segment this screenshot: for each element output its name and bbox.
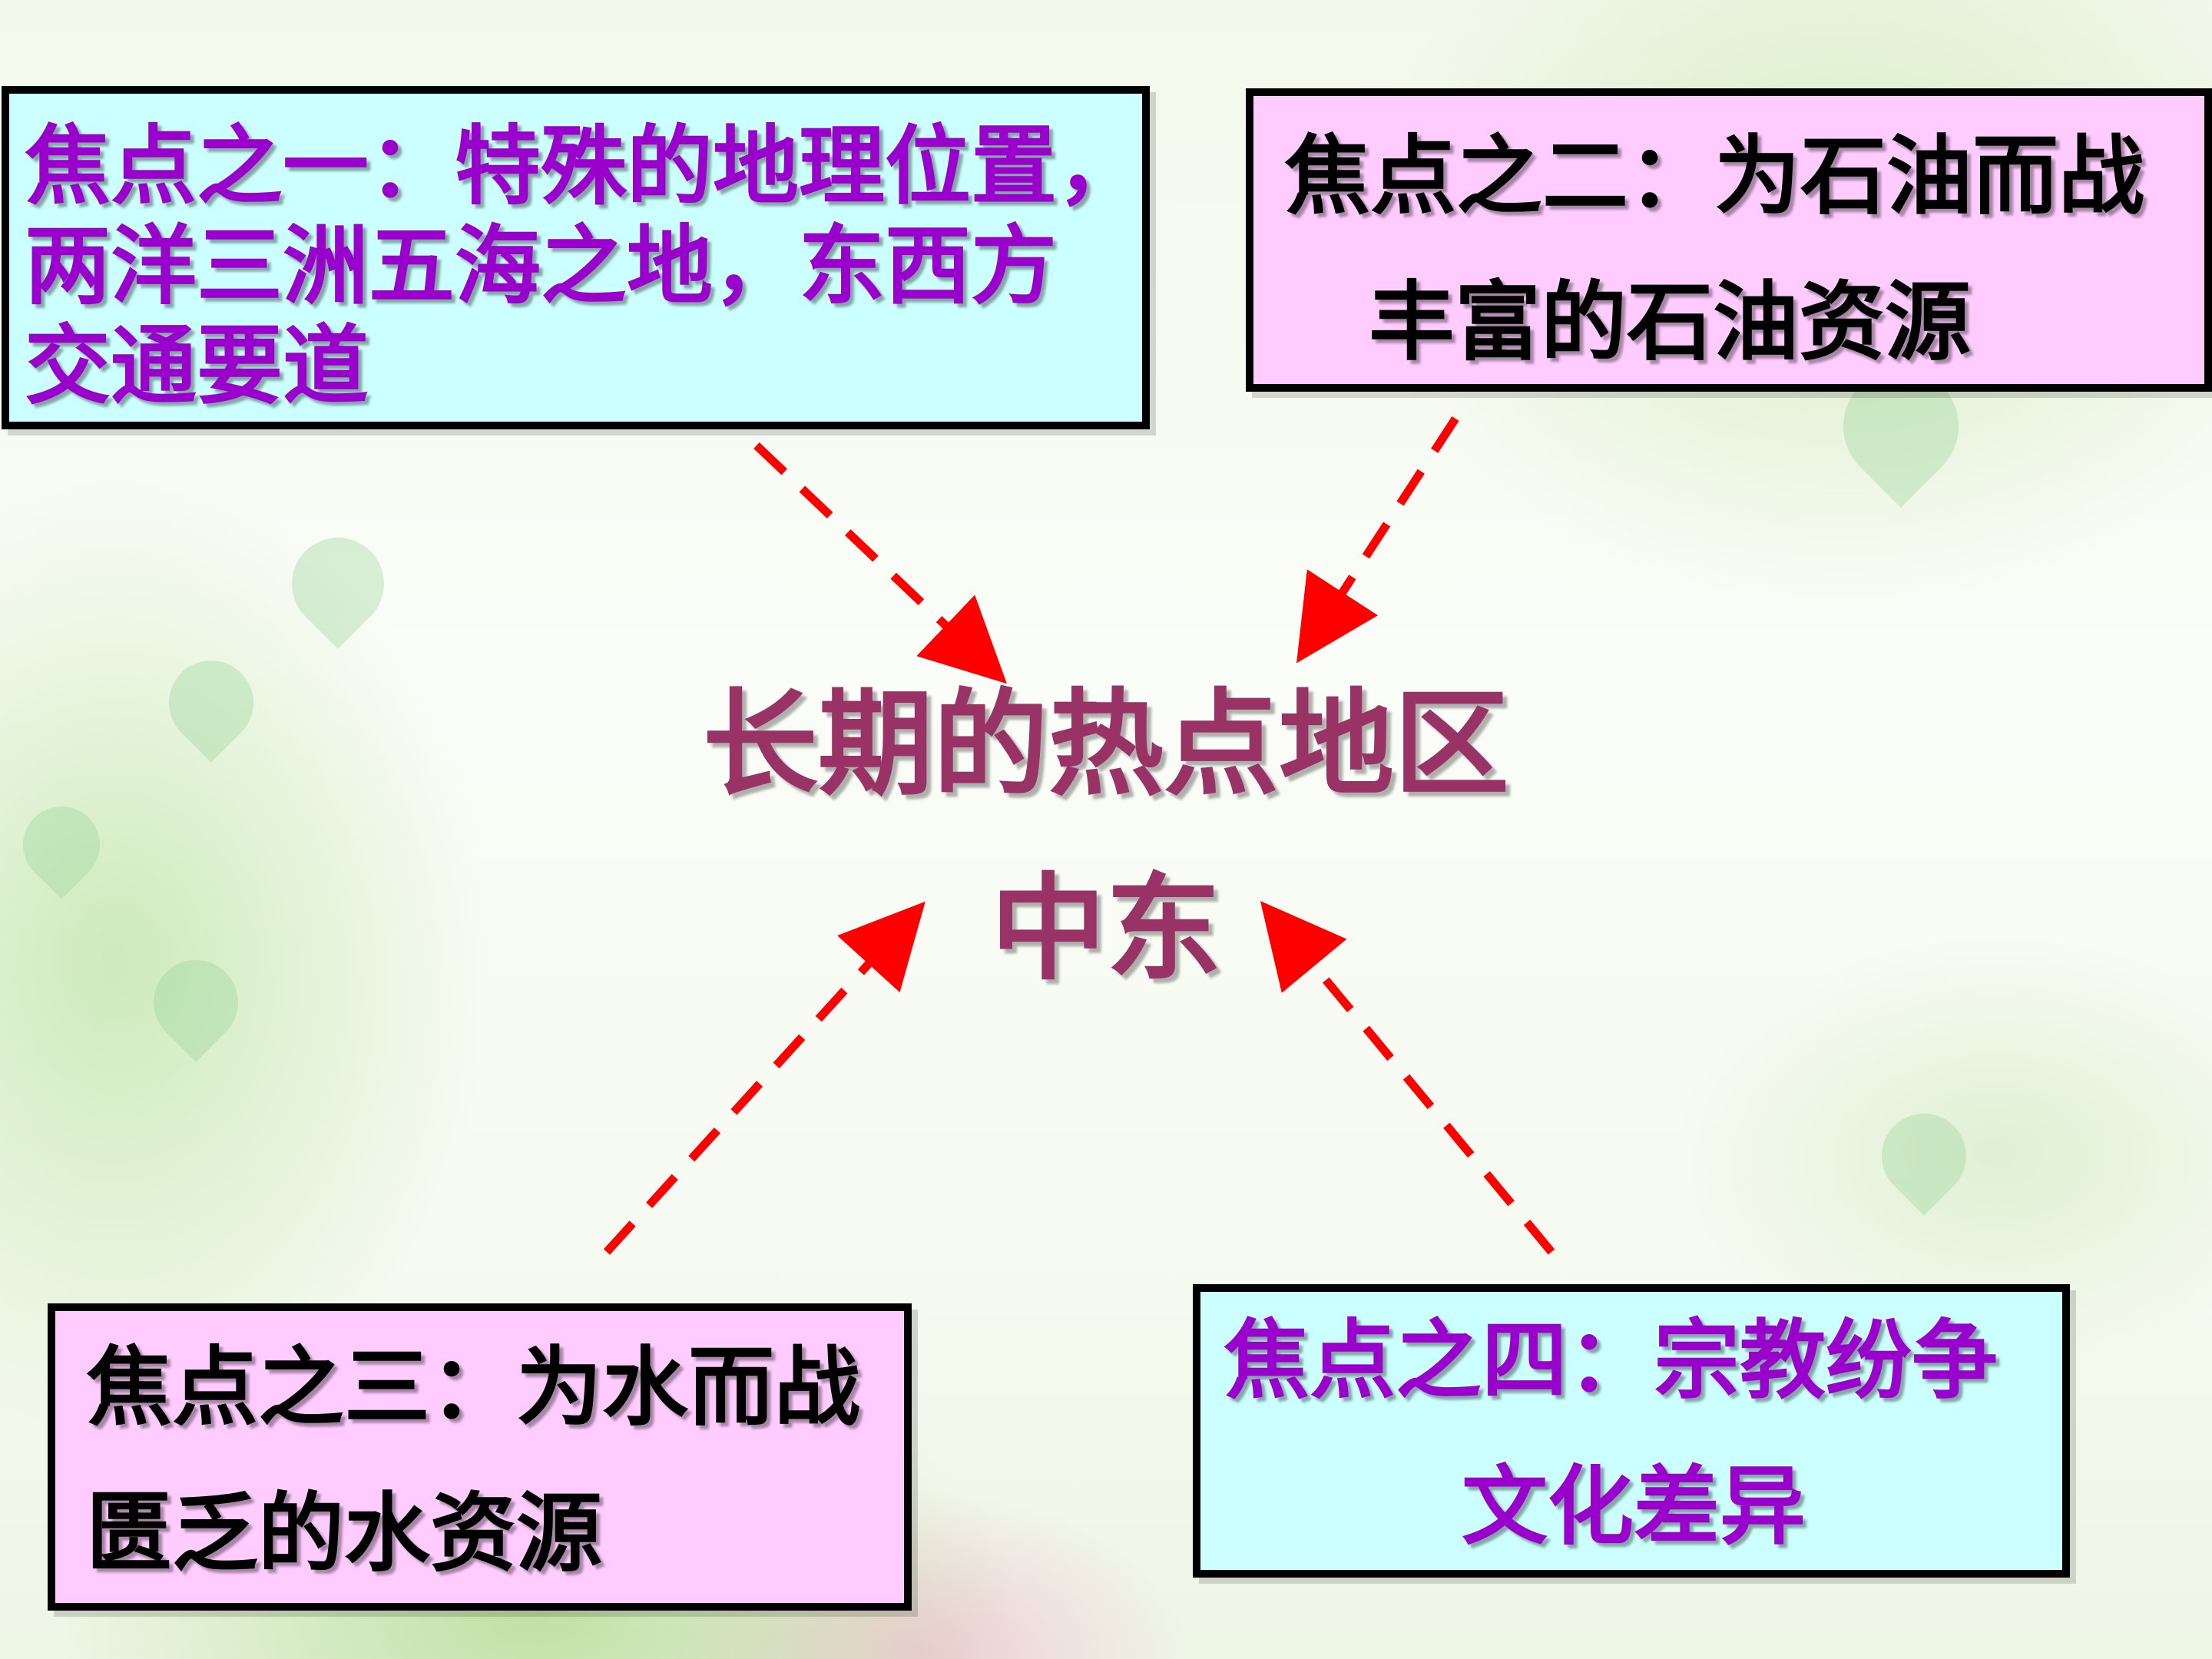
arrow-focus2 — [1296, 416, 1459, 664]
focus2-subtitle: 丰富的石油资源 — [1369, 273, 1971, 373]
focus4-box: 焦点之四：宗教纷争 文化差异 — [1193, 1284, 2070, 1578]
arrow-focus1 — [753, 442, 1007, 684]
focus4-title: 焦点之四：宗教纷争 — [1224, 1311, 1998, 1411]
focus4-subtitle: 文化差异 — [1462, 1457, 1806, 1557]
focus1-box: 焦点之一：特殊的地理位置， 两洋三洲五海之地，东西方 交通要道 — [2, 86, 1150, 429]
focus3-title: 焦点之三：为水而战 — [86, 1338, 860, 1438]
focus3-box: 焦点之三：为水而战 匮乏的水资源 — [48, 1303, 912, 1611]
center-title: 长期的热点地区 — [702, 678, 1509, 812]
focus2-box: 焦点之二：为石油而战 丰富的石油资源 — [1246, 88, 2212, 392]
arrow-focus4 — [1260, 901, 1555, 1255]
focus1-line-1: 焦点之一：特殊的地理位置， — [25, 117, 1143, 217]
center-region: 中东 — [990, 863, 1221, 996]
focus2-title: 焦点之二：为石油而战 — [1284, 127, 2144, 227]
focus3-subtitle: 匮乏的水资源 — [86, 1484, 602, 1584]
arrow-focus3 — [603, 901, 926, 1255]
focus1-line-2: 两洋三洲五海之地，东西方 — [25, 217, 1057, 316]
focus1-line-3: 交通要道 — [25, 316, 369, 416]
